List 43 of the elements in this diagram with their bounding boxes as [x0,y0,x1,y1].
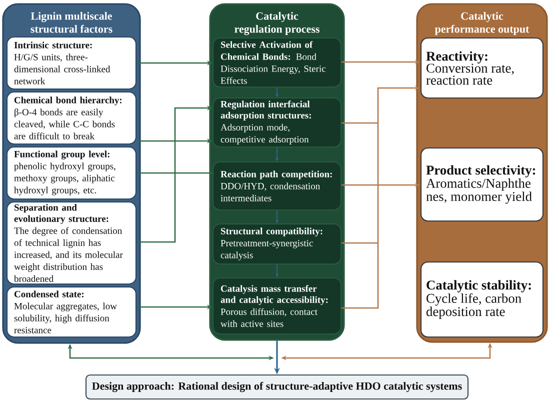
output-box [420,261,544,338]
box-heading: Reactivity: [426,51,488,64]
box-heading: Product selectivity: [426,165,536,178]
box-text: Porous diffusion, contact with active sites [220,308,318,327]
box-text: Pretreatment-synergistic catalysis [220,240,313,260]
box-heading: Condensed state: [14,290,84,298]
factor-box [6,201,137,285]
process-box [212,223,342,265]
box-heading: Chemical bond hierarchy: [14,96,122,106]
factor-box [6,91,137,145]
box-heading: Intrinsic structure: [14,42,92,48]
panel-title: Catalytic performance output [434,12,530,35]
box-text: Cycle life, carbon deposition rate [426,293,522,319]
panel-title: Catalytic regulation process [234,12,320,36]
process-box [212,37,342,88]
box-text: Aromatics/Naphthe nes, monomer yield [426,178,532,204]
box-text: Molecular aggregates, low solubility, high diffusion resistance [14,302,117,334]
process-box [212,161,342,211]
box-text: phenolic hydroxyl groups, methoxy groups, aliphatic hydroxyl groups, etc. [14,162,116,196]
box-text: H/G/S units, three-dimensional cross-linked network [14,54,110,84]
output-box [420,37,544,99]
box-text: Adsorption mode, competitive adsorption [220,124,309,144]
box-heading: Catalytic stability: [426,280,531,292]
process-box [212,97,342,148]
box-heading: Structural compatibility: [221,228,322,236]
box-heading: Functional group level: [14,150,110,160]
box-heading: Reaction path competition: [220,170,332,180]
connector-line [136,172,212,174]
process-box [212,277,342,335]
box-text: β-O-4 bonds are easily cleaved, while C-C bonds are difficult to break [14,108,115,140]
box-heading: Regulation interfacial adsorption structures: [220,100,311,120]
box-text: Conversion rate, reaction rate [426,64,514,85]
box-text: The degree of condensation of technical lignin has increased, and its molecular weight distribution has broadened [14,227,123,282]
factor-box [6,146,137,200]
output-box [420,147,544,222]
panel-title: Lignin multiscale structural factors [30,12,112,33]
box-text: Selective Activation of Chemical Bonds: Bond Dissociation Energy, Steric Effects [220,41,326,84]
box-text: DDO/HYD, condensation intermediates [220,182,320,202]
design-box: Design approach: Rational design of structure-adaptive HDO catalytic systems [85,374,469,400]
box-heading: Catalysis mass transfer and catalytic accessibility: [220,285,328,305]
factor-box [6,286,137,338]
factor-box [6,36,137,90]
box-heading: Separation and evolutionary structure: [14,204,108,224]
